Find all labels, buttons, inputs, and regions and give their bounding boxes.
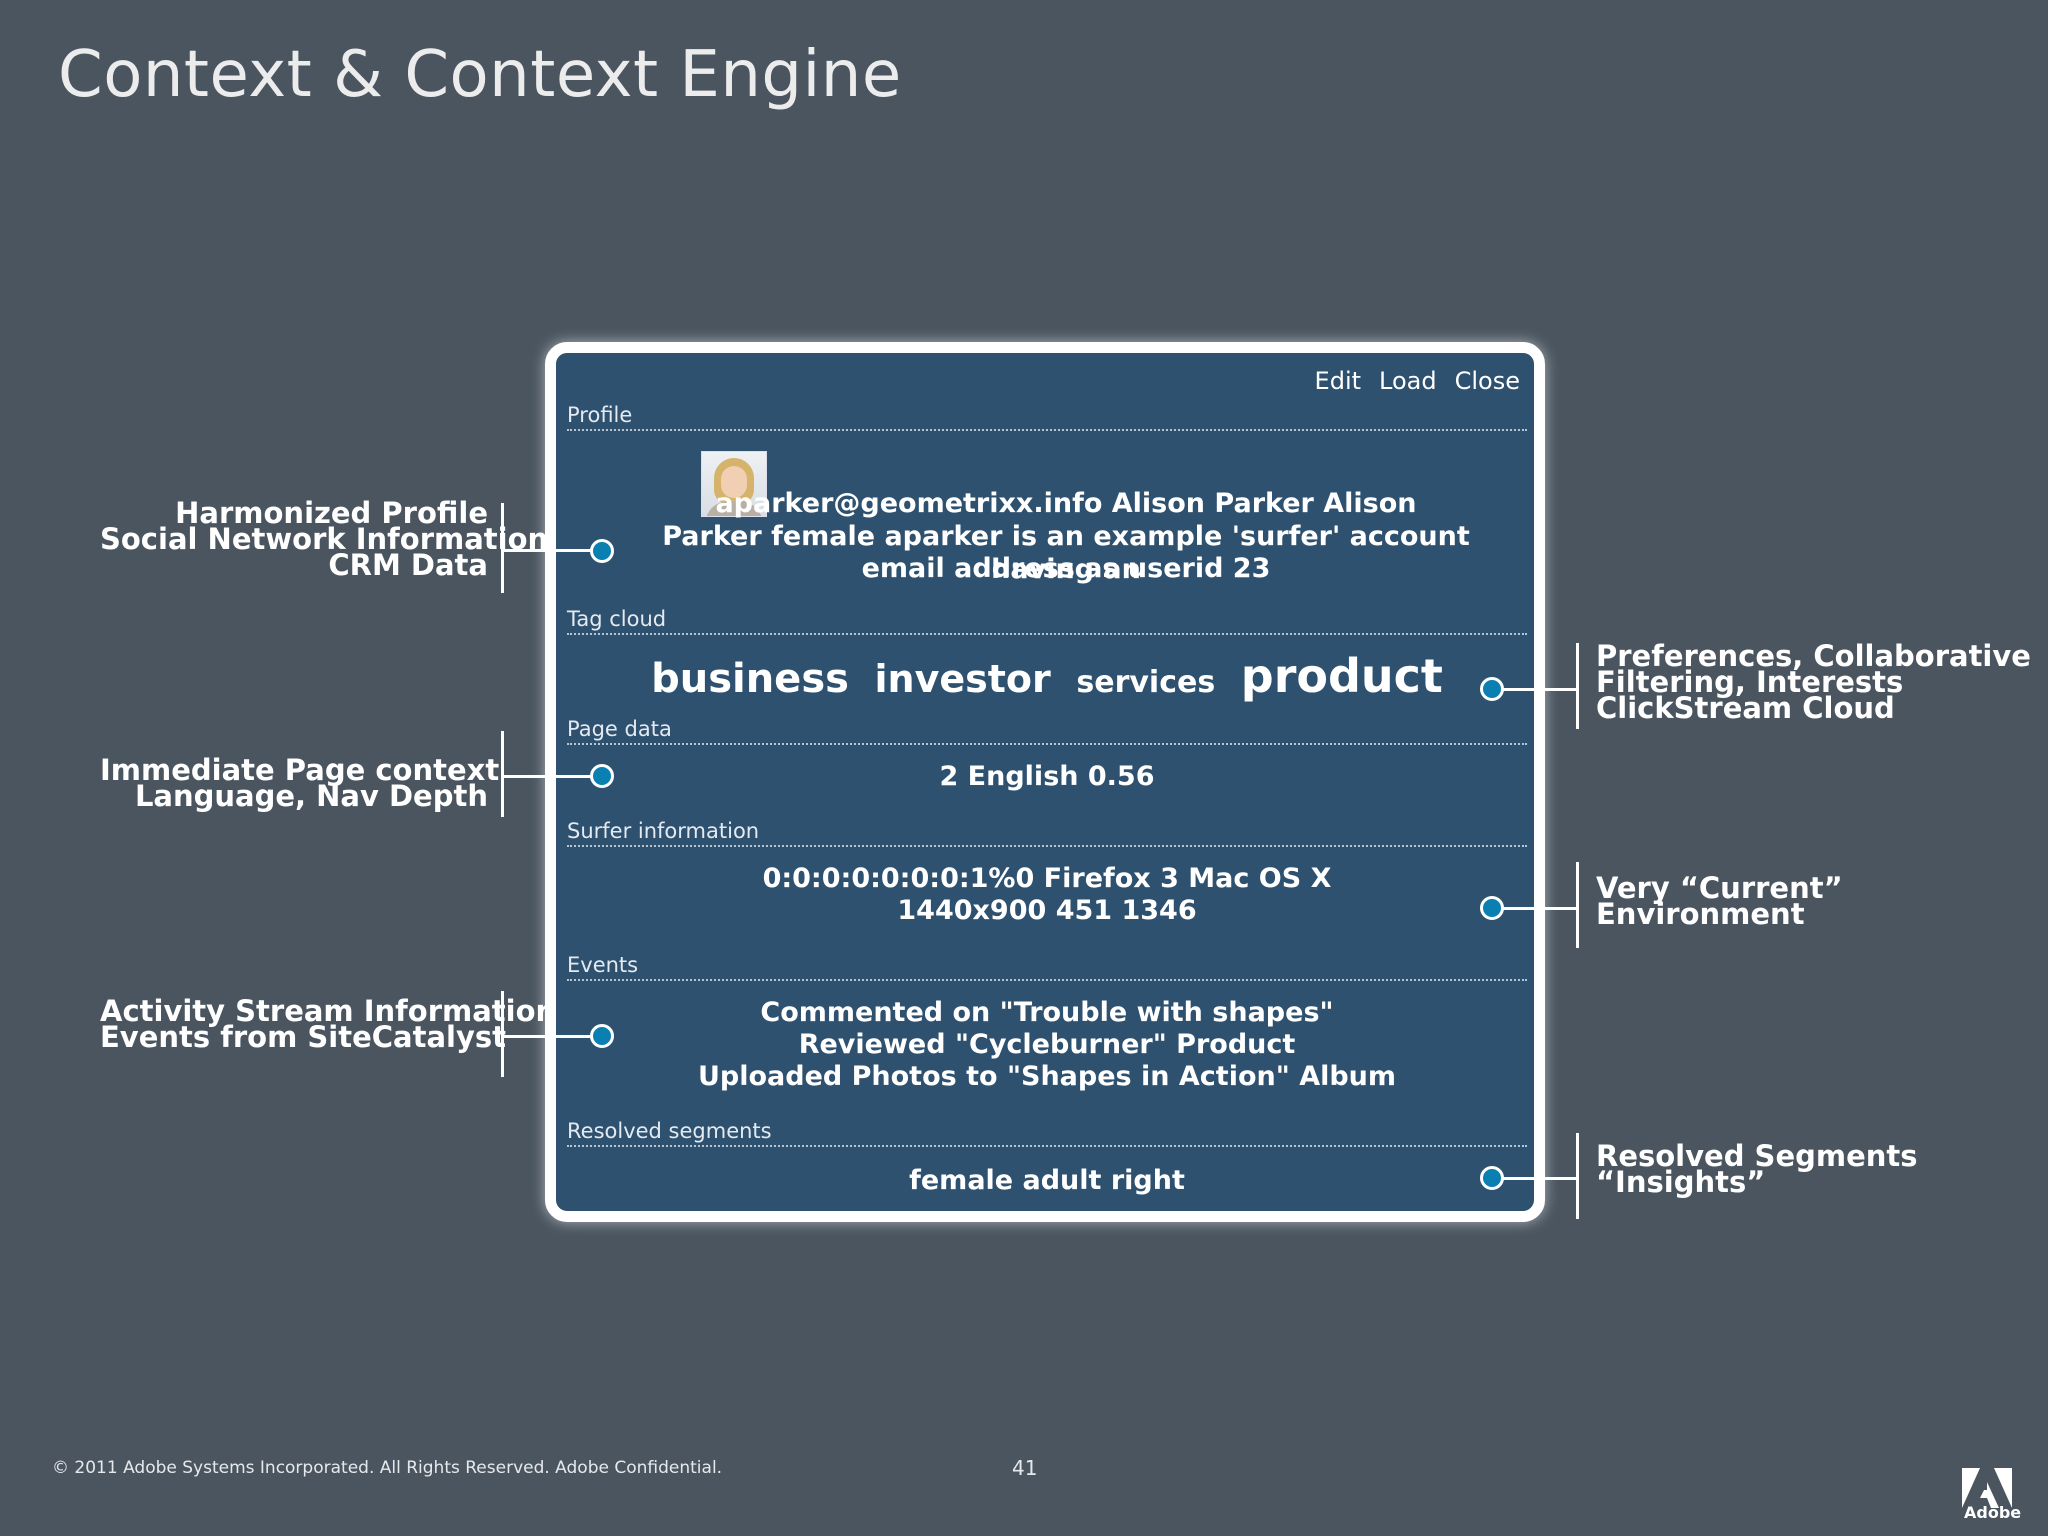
page-number: 41 bbox=[1012, 1456, 1038, 1480]
callout-profile: Harmonized Profile Social Network Inform… bbox=[100, 496, 549, 582]
surfer-info-section-label: Surfer information bbox=[567, 819, 1527, 847]
connector-horizontal bbox=[1503, 688, 1578, 691]
callout-segments-line: “Insights” bbox=[1596, 1165, 1766, 1199]
callout-profile-line: Social Network Information bbox=[100, 522, 549, 556]
connector-horizontal bbox=[501, 1035, 593, 1038]
connector-dot-environment bbox=[1480, 896, 1504, 920]
callout-preferences-line: ClickStream Cloud bbox=[1596, 691, 1895, 725]
callout-activity-line: Activity Stream Information bbox=[100, 994, 557, 1028]
context-panel: Edit Load Close Profile aparker@geometri… bbox=[545, 342, 1545, 1222]
surfer-info-line-2: 1440x900 451 1346 bbox=[897, 895, 1197, 926]
callout-page-context-line: Language, Nav Depth bbox=[134, 779, 488, 813]
profile-line-2: Parker female aparker is an example 'sur… bbox=[662, 521, 1470, 585]
page-data-values: 2 English 0.56 bbox=[939, 761, 1155, 792]
connector-dot-activity bbox=[590, 1024, 614, 1048]
callout-page-context: Immediate Page context Language, Nav Dep… bbox=[100, 753, 500, 813]
close-button[interactable]: Close bbox=[1454, 367, 1520, 395]
callout-preferences-line: Preferences, Collaborative bbox=[1596, 639, 2031, 673]
connector-vertical bbox=[1576, 862, 1579, 948]
connector-dot-segments bbox=[1480, 1166, 1504, 1190]
event-item: Reviewed "Cycleburner" Product bbox=[798, 1029, 1296, 1060]
connector-vertical bbox=[1576, 643, 1579, 729]
profile-avatar bbox=[701, 451, 767, 517]
events-section-label: Events bbox=[567, 953, 1527, 981]
slide-title: Context & Context Engine bbox=[58, 38, 902, 112]
profile-section-label: Profile bbox=[567, 403, 1527, 431]
callout-profile-line: Harmonized Profile bbox=[175, 496, 488, 530]
adobe-logo-text: Adobe bbox=[1964, 1503, 2022, 1522]
callout-preferences-line: Filtering, Interests bbox=[1596, 665, 1904, 699]
callout-activity-line: Events from SiteCatalyst bbox=[100, 1020, 507, 1054]
page-data-section-label: Page data bbox=[567, 717, 1527, 745]
callout-profile-line: CRM Data bbox=[328, 548, 488, 582]
connector-dot-profile bbox=[590, 539, 614, 563]
event-item: Uploaded Photos to "Shapes in Action" Al… bbox=[697, 1061, 1397, 1092]
connector-vertical bbox=[501, 503, 504, 593]
copyright-notice: © 2011 Adobe Systems Incorporated. All R… bbox=[52, 1458, 723, 1478]
connector-vertical bbox=[501, 731, 504, 817]
tag-business[interactable]: business bbox=[651, 656, 849, 702]
callout-environment-line: Environment bbox=[1596, 897, 1805, 931]
tag-services[interactable]: services bbox=[1076, 665, 1216, 700]
connector-dot-page-context bbox=[590, 764, 614, 788]
connector-vertical bbox=[1576, 1133, 1579, 1219]
panel-toolbar: Edit Load Close bbox=[1315, 367, 1520, 395]
resolved-segments-values: female adult right bbox=[909, 1165, 1185, 1196]
tag-cloud: business investor services product bbox=[567, 649, 1527, 703]
load-button[interactable]: Load bbox=[1379, 367, 1437, 395]
event-item: Commented on "Trouble with shapes" bbox=[760, 997, 1334, 1028]
profile-line-3: email address as userid 23 bbox=[861, 553, 1271, 584]
callout-activity: Activity Stream Information Events from … bbox=[100, 994, 557, 1054]
connector-vertical bbox=[501, 991, 504, 1077]
tag-investor[interactable]: investor bbox=[874, 657, 1051, 701]
callout-environment: Very “Current” Environment bbox=[1596, 871, 1843, 931]
resolved-segments-section-label: Resolved segments bbox=[567, 1119, 1527, 1147]
callout-preferences: Preferences, Collaborative Filtering, In… bbox=[1596, 639, 2031, 725]
surfer-info-line-1: 0:0:0:0:0:0:0:1%0 Firefox 3 Mac OS X bbox=[762, 863, 1332, 894]
connector-dot-preferences bbox=[1480, 677, 1504, 701]
connector-horizontal bbox=[501, 549, 593, 552]
callout-segments-line: Resolved Segments bbox=[1596, 1139, 1918, 1173]
tag-cloud-section-label: Tag cloud bbox=[567, 607, 1527, 635]
callout-segments: Resolved Segments “Insights” bbox=[1596, 1139, 1918, 1199]
callout-page-context-line: Immediate Page context bbox=[100, 753, 500, 787]
connector-horizontal bbox=[501, 775, 593, 778]
edit-button[interactable]: Edit bbox=[1314, 367, 1362, 395]
profile-line-1: aparker@geometrixx.info Alison Parker Al… bbox=[715, 488, 1417, 519]
connector-horizontal bbox=[1503, 907, 1578, 910]
connector-horizontal bbox=[1503, 1177, 1578, 1180]
tag-product[interactable]: product bbox=[1240, 649, 1443, 703]
callout-environment-line: Very “Current” bbox=[1596, 871, 1843, 905]
adobe-logo-icon bbox=[1962, 1468, 2012, 1508]
